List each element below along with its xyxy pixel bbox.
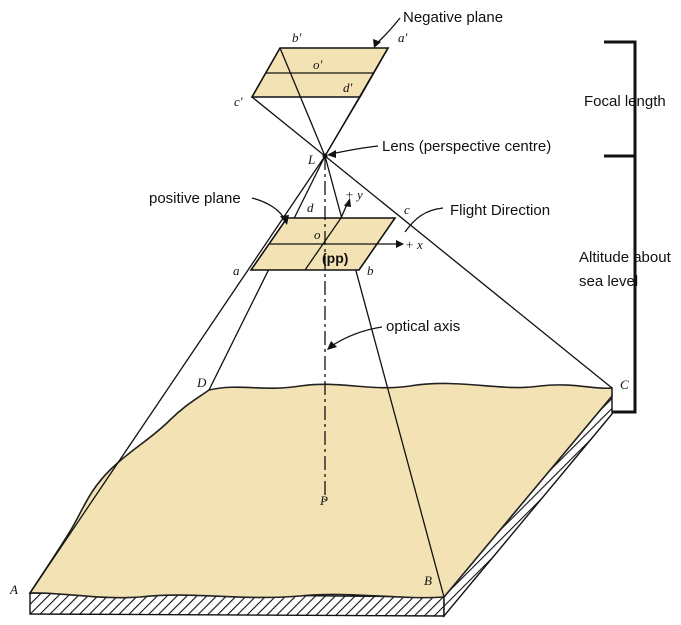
positive-plane-diag [304,217,342,271]
point-A: A [9,582,18,597]
altitude-label-line2: sea level [579,273,638,290]
ray-to-A [29,155,326,594]
point-a-prime: a' [398,30,408,45]
point-b-prime: b' [292,30,302,45]
lens-arrow [327,150,336,158]
point-c: c [404,202,410,217]
point-D: D [196,375,207,390]
positive-plane-leader [251,197,286,221]
point-o-prime: o' [313,57,323,72]
positive-plane-label: positive plane [149,190,241,207]
point-pp: (pp) [322,250,348,266]
point-b: b [367,263,374,278]
point-d: d [307,200,314,215]
positive-plane-arrow [280,215,289,225]
flight-direction-leader [404,207,444,233]
plus-y-arrowhead [344,198,351,207]
point-plus-y: + y [345,187,363,202]
plus-x-arrowhead [396,240,404,248]
point-o: o [314,227,321,242]
optical-axis-arrow [327,341,337,350]
ray-to-D [208,155,326,391]
point-plus-x: + x [405,237,423,252]
negative-plane-arrow [373,39,381,48]
point-C: C [620,377,629,392]
point-c-prime: c' [234,94,243,109]
negative-plane-ray-3 [279,47,326,157]
point-d-prime: d' [343,80,353,95]
negative-plane-leader [375,17,401,45]
ground-surface [28,382,613,599]
flight-direction-label: Flight Direction [450,202,550,219]
point-P: P [319,493,328,508]
focal-length-label: Focal length [584,93,666,110]
point-B: B [424,573,432,588]
optical-axis-label: optical axis [386,318,460,335]
ray-to-C [324,155,613,389]
negative-plane-ray-4 [324,47,389,157]
point-a: a [233,263,240,278]
negative-plane-ray-1 [251,96,326,157]
negative-plane-label: Negative plane [403,9,503,26]
lens-label: Lens (perspective centre) [382,138,551,155]
lens-point [322,153,328,159]
point-L: L [307,152,315,167]
altitude-bracket [604,154,637,414]
lens-leader [330,145,379,155]
altitude-label-line1: Altitude about [579,249,672,266]
